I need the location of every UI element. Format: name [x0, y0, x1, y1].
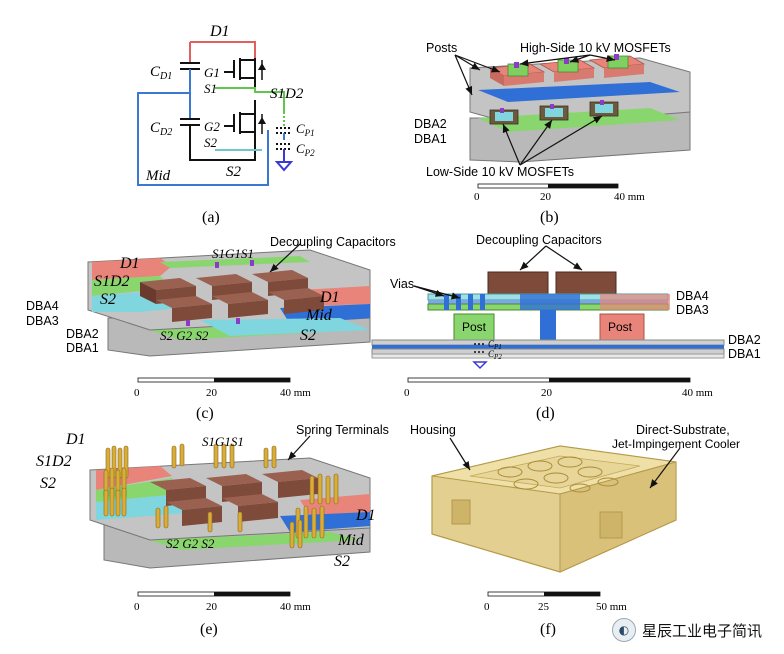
svg-text:40 mm: 40 mm	[682, 387, 713, 399]
label-posts: Posts	[426, 41, 457, 55]
panel-d-cross-section: Decoupling Capacitors Vias Post Post DBA…	[371, 233, 761, 422]
label-d1: D1	[209, 23, 230, 40]
label-mid-c: Mid	[305, 307, 333, 324]
label-dba1-d: DBA1	[728, 347, 761, 361]
label-cp1: CP1	[296, 121, 315, 138]
label-cooler-1: Direct-Substrate,	[636, 423, 730, 437]
label-s2-left-c: S2	[100, 291, 116, 308]
low-side-mosfet-group	[489, 100, 619, 125]
label-s1d2: S1D2	[270, 86, 304, 102]
label-s2-gate: S2	[204, 135, 218, 150]
high-side-mosfet-group	[488, 54, 646, 86]
label-dba4-d: DBA4	[676, 289, 709, 303]
label-d1-right-e: D1	[355, 507, 376, 524]
label-dba4-c: DBA4	[26, 299, 59, 313]
label-cooler-2: Jet-Impingement Cooler	[612, 437, 740, 451]
caption-b: (b)	[540, 209, 559, 226]
label-dba3-d: DBA3	[676, 303, 709, 317]
label-cp2: CP2	[296, 141, 315, 158]
label-dba1-c: DBA1	[66, 341, 99, 355]
watermark-text: 星辰工业电子简讯	[641, 621, 762, 640]
label-s1d2-c: S1D2	[94, 273, 130, 290]
label-d1-left-c: D1	[119, 255, 140, 272]
cooler-jet-ring-group	[497, 456, 619, 493]
panel-c-layout: Decoupling Capacitors S1G1S1 D1 S1D2 S2 …	[26, 235, 396, 422]
panel-e-spring-terminals: Spring Terminals D1 S1D2 S2 S1G1S1 D1 Mi…	[36, 423, 389, 638]
parasitic-capacitor-icon	[274, 127, 294, 172]
label-vias: Vias	[390, 277, 414, 291]
via-group	[444, 294, 485, 310]
label-high-side: High-Side 10 kV MOSFETs	[520, 41, 671, 55]
scale-bar-f: 0 25 50 mm	[484, 591, 627, 613]
panel-a-circuit: D1 CD1 G1 S1 S1D2 CD2 G2 S2 CP1 CP2 S2 M…	[137, 23, 315, 226]
label-s1: S1	[204, 81, 217, 96]
panel-f-housing: Housing Direct-Substrate, Jet-Impingemen…	[410, 423, 740, 638]
label-s2g2s2-e: S2 G2 S2	[166, 536, 215, 551]
label-cp2-d: CP2	[488, 349, 502, 361]
label-s2-left-e: S2	[40, 475, 56, 492]
mosfet-lower-icon	[224, 100, 266, 140]
label-spring-terminals: Spring Terminals	[296, 423, 389, 437]
svg-text:0: 0	[484, 601, 490, 613]
label-s2-right-e: S2	[334, 553, 350, 570]
svg-text:40 mm: 40 mm	[280, 601, 311, 613]
label-cp1-d: CP1	[488, 339, 502, 351]
label-g1: G1	[204, 65, 220, 80]
capacitor-group-e	[150, 470, 318, 526]
svg-text:0: 0	[134, 387, 140, 399]
svg-text:0: 0	[404, 387, 410, 399]
caption-f: (f)	[540, 621, 556, 638]
label-s1g1s1-c: S1G1S1	[212, 246, 254, 261]
svg-text:25: 25	[538, 601, 550, 613]
label-cd2: CD2	[150, 120, 172, 138]
caption-c: (c)	[196, 405, 214, 422]
label-s1g1s1-e: S1G1S1	[202, 434, 244, 449]
mosfet-upper-icon	[224, 58, 266, 92]
panel-b-layout: Posts High-Side 10 kV MOSFETs DBA2 DBA1 …	[414, 41, 691, 226]
label-d1-left-e: D1	[65, 431, 86, 448]
svg-text:40 mm: 40 mm	[280, 387, 311, 399]
label-post-right: Post	[608, 320, 633, 334]
label-cd1: CD1	[150, 64, 172, 82]
wechat-icon: ◐	[611, 618, 636, 642]
caption-a: (a)	[202, 209, 220, 226]
label-dba2-b: DBA2	[414, 117, 447, 131]
scale-bar-b: 0 20 40 mm	[474, 183, 645, 203]
watermark: ◐ 星辰工业电子简讯	[611, 618, 762, 642]
label-g2: G2	[204, 119, 220, 134]
scale-bar-d: 0 20 40 mm	[404, 377, 713, 399]
svg-text:20: 20	[541, 387, 553, 399]
label-dba3-c: DBA3	[26, 314, 59, 328]
svg-text:20: 20	[540, 191, 552, 203]
label-decoupling-d: Decoupling Capacitors	[476, 233, 602, 247]
svg-text:40 mm: 40 mm	[614, 191, 645, 203]
label-dba2-d: DBA2	[728, 333, 761, 347]
caption-e: (e)	[200, 621, 218, 638]
label-post-left: Post	[462, 320, 487, 334]
svg-text:20: 20	[206, 601, 218, 613]
scale-bar-e: 0 20 40 mm	[134, 591, 311, 613]
label-s2-right-c: S2	[300, 327, 316, 344]
label-dba2-c: DBA2	[66, 327, 99, 341]
svg-text:0: 0	[474, 191, 480, 203]
label-dba1-b: DBA1	[414, 132, 447, 146]
svg-text:0: 0	[134, 601, 140, 613]
decoupling-capacitor-group	[140, 270, 324, 322]
caption-d: (d)	[536, 405, 555, 422]
label-housing: Housing	[410, 423, 456, 437]
label-mid: Mid	[145, 168, 171, 184]
label-mid-e: Mid	[337, 532, 365, 549]
label-s1d2-e: S1D2	[36, 453, 72, 470]
label-s2g2s2-c: S2 G2 S2	[160, 328, 209, 343]
label-d1-right-c: D1	[319, 289, 340, 306]
label-decoupling-c: Decoupling Capacitors	[270, 235, 396, 249]
scale-bar-c: 0 20 40 mm	[134, 377, 311, 399]
svg-text:50 mm: 50 mm	[596, 601, 627, 613]
spring-terminal-pins	[103, 443, 339, 549]
label-low-side: Low-Side 10 kV MOSFETs	[426, 165, 574, 179]
svg-text:20: 20	[206, 387, 218, 399]
label-s2: S2	[226, 164, 242, 180]
